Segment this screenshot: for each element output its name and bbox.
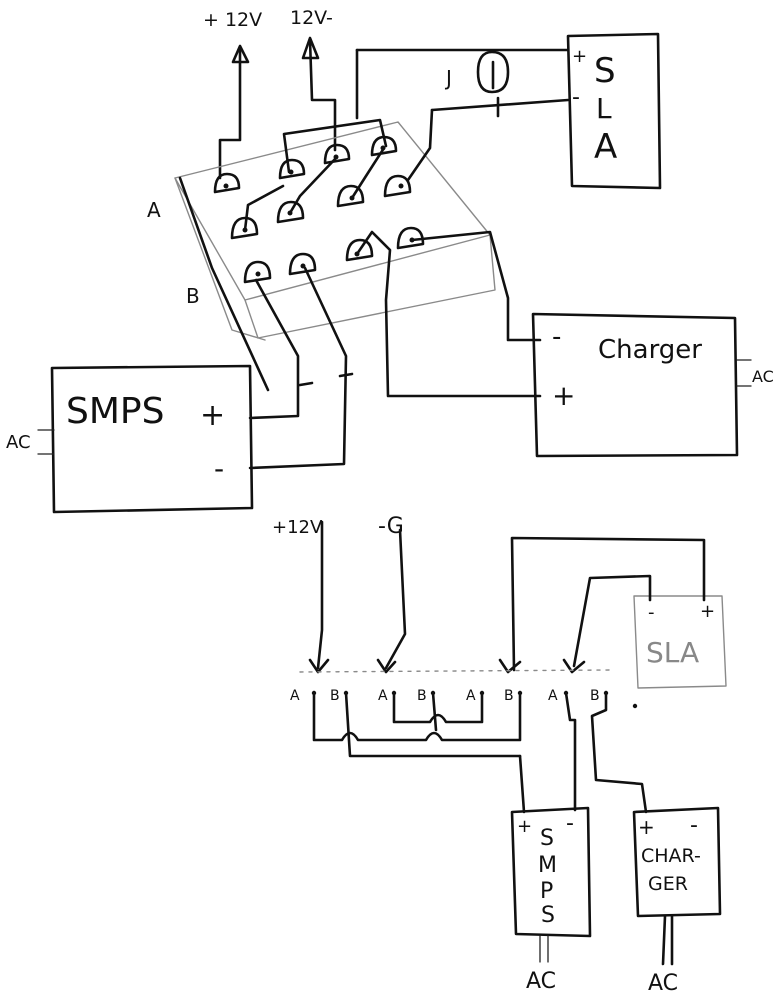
bottom-sla-minus: - xyxy=(648,602,655,623)
switch-block: A B xyxy=(147,118,542,398)
bottom-smps-minus: - xyxy=(566,811,574,836)
sla-plus: + xyxy=(572,46,587,67)
sla-letter-l: L xyxy=(596,92,612,125)
charger-minus: - xyxy=(552,322,561,352)
sla-letter-s: S xyxy=(594,51,616,91)
bottom-sla-plus: + xyxy=(700,601,715,622)
bottom-charger-line1: CHAR- xyxy=(641,845,701,867)
bottom-charger-line2: GER xyxy=(648,873,688,895)
sla-letter-a: A xyxy=(594,127,617,167)
bottom-smps-letter-s1: S xyxy=(540,826,554,851)
top-output-arrows: + 12V 12V- xyxy=(203,7,337,180)
bottom-smps-letter-m: M xyxy=(538,853,557,878)
smps-ac: AC xyxy=(6,432,31,453)
bottom-terminal-row: A B A B A B A B xyxy=(290,669,648,814)
top-smps: SMPS + - AC xyxy=(6,266,354,514)
switch-label-b: B xyxy=(186,284,200,308)
top-output-neg-label: 12V- xyxy=(290,7,333,29)
terminal-label-5: A xyxy=(466,688,476,704)
smps-name: SMPS xyxy=(66,391,164,432)
sla-minus: - xyxy=(572,85,580,110)
bottom-smps-letter-s2: S xyxy=(541,903,555,928)
terminal-label-2: B xyxy=(330,688,340,704)
bottom-smps-ac: AC xyxy=(526,969,556,994)
charger-ac: AC xyxy=(752,367,774,386)
bottom-diagram: +12V -G - + SLA A B A B A B A xyxy=(272,514,727,996)
bottom-smps-letter-p: P xyxy=(540,879,553,904)
bottom-smps: + - S M P S AC xyxy=(510,806,592,994)
bottom-charger-minus: - xyxy=(690,813,698,838)
top-diagram: + 12V 12V- A B xyxy=(6,7,774,514)
bottom-charger-plus: + xyxy=(638,815,655,839)
top-output-pos-label: + 12V xyxy=(203,9,262,31)
fuse: J xyxy=(355,48,570,182)
bottom-charger-ac: AC xyxy=(648,971,678,996)
terminal-label-4: B xyxy=(417,688,427,704)
terminal-label-7: A xyxy=(548,688,558,704)
smps-minus: - xyxy=(214,452,224,485)
bottom-smps-plus: + xyxy=(517,816,532,837)
bottom-output-arrows: +12V -G xyxy=(272,514,407,674)
bottom-sla-name: SLA xyxy=(646,636,699,669)
bottom-sla: - + SLA xyxy=(498,536,727,689)
bottom-charger: + - CHAR- GER AC xyxy=(632,806,722,996)
terminal-label-6: B xyxy=(504,688,514,704)
charger-name: Charger xyxy=(598,335,702,365)
terminal-label-8: B xyxy=(590,688,600,704)
sla-battery: + - S L A xyxy=(566,32,662,190)
charger-plus: + xyxy=(552,379,575,412)
terminal-label-3: A xyxy=(378,688,388,704)
terminal-label-1: A xyxy=(290,688,300,704)
smps-plus: + xyxy=(200,398,225,433)
bottom-output-pos-label: +12V xyxy=(272,517,323,538)
top-charger: Charger - + AC xyxy=(410,230,774,458)
fuse-label: J xyxy=(444,66,452,90)
switch-label-a: A xyxy=(147,198,161,222)
